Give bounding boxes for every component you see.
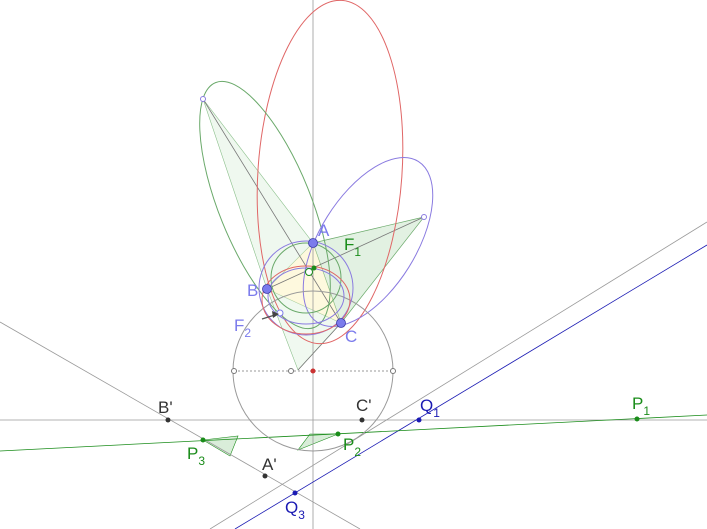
yellow-triangle-abc <box>267 243 341 323</box>
label-q3: Q3 <box>285 498 305 522</box>
label-q1: Q1 <box>420 396 440 420</box>
point-a[interactable] <box>308 238 318 248</box>
point-aprime[interactable] <box>262 473 268 479</box>
line-c-to-lower-vertex <box>297 322 342 371</box>
label-b: B <box>247 281 258 300</box>
helper-point <box>421 214 427 220</box>
helper-point <box>200 96 206 102</box>
point-p1[interactable] <box>634 416 640 422</box>
point-q1[interactable] <box>416 417 422 423</box>
point-p3[interactable] <box>200 437 206 443</box>
arrow-head-icon <box>272 311 279 318</box>
line-q1-q3[interactable] <box>234 244 707 529</box>
line-through-bprime-aprime <box>0 321 361 529</box>
helper-point <box>231 368 237 374</box>
blue-circumcircle <box>258 240 354 336</box>
point-c[interactable] <box>336 318 346 328</box>
helper-point <box>276 309 284 317</box>
helper-point <box>288 368 294 374</box>
red-small-ellipse <box>261 265 351 335</box>
label-bprime: B' <box>158 398 173 417</box>
helper-point <box>305 268 313 276</box>
conic-curves <box>173 0 434 452</box>
points <box>165 238 640 496</box>
label-f1: F1 <box>344 235 361 259</box>
angle-marker-p3 <box>202 435 239 457</box>
line-a-aprime <box>202 98 342 324</box>
label-p1: P1 <box>632 394 650 418</box>
point-q3[interactable] <box>292 490 298 496</box>
point-bprime[interactable] <box>165 417 171 423</box>
green-ellipse[interactable] <box>173 65 357 344</box>
filled-regions <box>202 98 425 457</box>
green-circle <box>270 242 342 314</box>
point-cprime[interactable] <box>359 417 365 423</box>
label-a: A <box>318 221 330 240</box>
angle-marker-p2 <box>297 433 339 451</box>
point-b[interactable] <box>262 284 272 294</box>
red-ellipse[interactable] <box>246 0 414 349</box>
point-red-center[interactable] <box>310 368 316 374</box>
label-aprime: A' <box>262 455 277 474</box>
line-b-to-green-vertex <box>266 216 425 290</box>
label-p2: P2 <box>343 435 361 459</box>
helper-marks <box>200 96 427 374</box>
point-labels: A B C F1 F2 A' B' C' P1 P2 P3 Q1 Q3 <box>158 221 650 522</box>
label-c: C <box>345 327 357 346</box>
label-p3: P3 <box>187 444 205 468</box>
blue-inner-ellipse <box>267 267 345 325</box>
line-through-cprime-aprime <box>209 221 707 529</box>
label-cprime: C' <box>356 396 372 415</box>
line-p1-p3[interactable] <box>0 414 707 452</box>
helper-point <box>390 368 396 374</box>
point-f1[interactable] <box>311 265 317 271</box>
label-f2: F2 <box>234 316 251 340</box>
point-p2[interactable] <box>335 431 341 437</box>
